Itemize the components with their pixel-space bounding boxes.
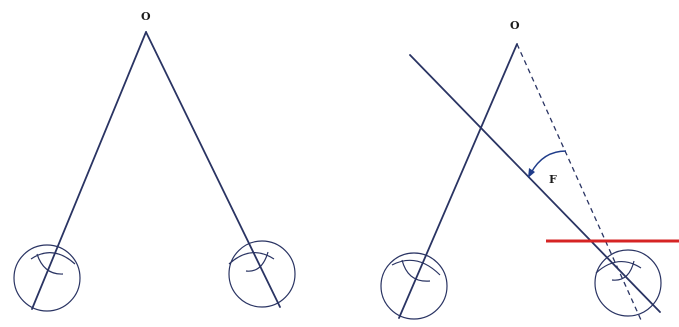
left-panel-left-eye xyxy=(14,245,80,311)
right-panel: O F xyxy=(381,19,679,320)
angle-f-arc xyxy=(528,151,566,178)
angle-f-label: F xyxy=(549,173,557,186)
right-panel-left-eye xyxy=(381,253,447,319)
right-panel-right-eye xyxy=(595,250,661,316)
right-panel-deviated-ray xyxy=(410,55,660,312)
left-panel: O xyxy=(14,10,295,311)
right-point-o-label: O xyxy=(510,19,520,32)
left-panel-right-eye xyxy=(229,241,295,307)
left-point-o-label: O xyxy=(141,10,151,23)
left-panel-left-ray xyxy=(32,32,146,309)
right-panel-left-ray xyxy=(399,44,517,318)
left-panel-right-ray xyxy=(146,32,280,307)
